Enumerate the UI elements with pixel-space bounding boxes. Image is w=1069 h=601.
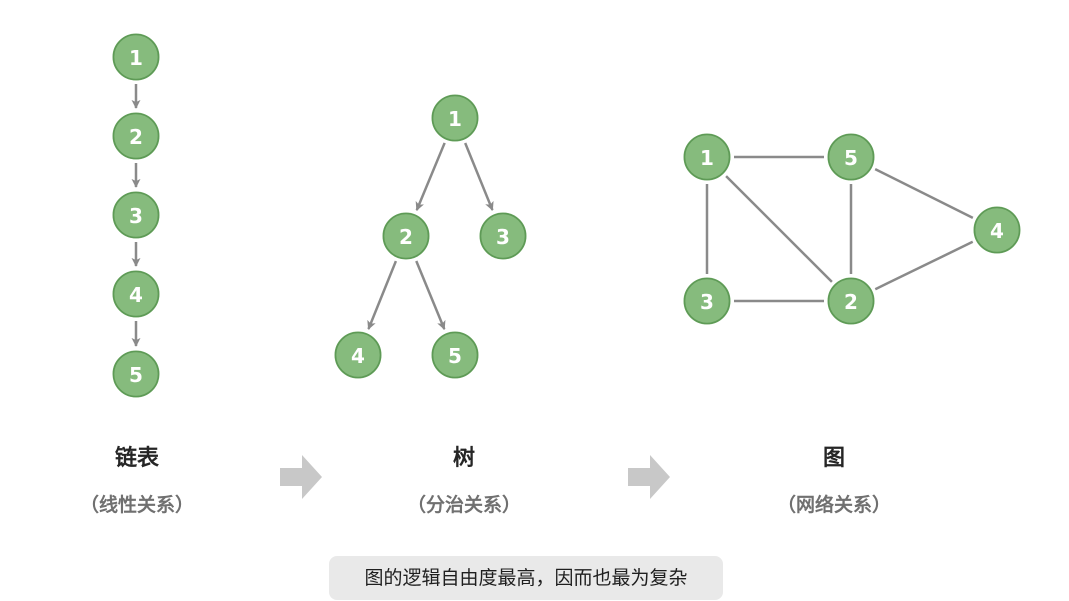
node-label: 4 [129, 283, 143, 307]
caption-box: 图的逻辑自由度最高，因而也最为复杂 [329, 556, 723, 600]
tree-edge-2-4 [367, 260, 398, 330]
node-label: 5 [129, 363, 143, 387]
right-arrow-icon [628, 455, 670, 499]
linked-list-title: 链表 [114, 446, 159, 471]
node-label: 1 [700, 146, 714, 170]
tree-node-1: 1 [428, 91, 482, 145]
tree-node-5: 5 [428, 328, 482, 382]
tree-node-4: 4 [331, 328, 385, 382]
graph-node-4: 4 [970, 203, 1024, 257]
linked-list-subtitle: （线性关系） [79, 494, 194, 516]
graph-edge-5-4 [874, 167, 974, 220]
node-label: 2 [844, 290, 858, 314]
node-label: 5 [844, 146, 858, 170]
node-label: 1 [448, 107, 462, 131]
right-arrow-icon [280, 455, 322, 499]
graph-node-1: 1 [680, 130, 734, 184]
linked-list-node-5: 5 [109, 347, 163, 401]
node-label: 3 [700, 290, 714, 314]
node-label: 4 [990, 219, 1004, 243]
node-label: 3 [129, 204, 143, 228]
graph-edge-2-4 [874, 240, 974, 291]
graph-node-3: 3 [680, 274, 734, 328]
node-label: 4 [351, 344, 365, 368]
tree-title: 树 [452, 446, 475, 471]
tree-subtitle: （分治关系） [406, 494, 521, 516]
graph-subtitle: （网络关系） [776, 494, 891, 516]
graph-node-5: 5 [824, 130, 878, 184]
linked-list-node-2: 2 [109, 109, 163, 163]
linked-list-node-4: 4 [109, 267, 163, 321]
node-label: 3 [496, 225, 510, 249]
node-label: 1 [129, 46, 143, 70]
tree-edge-1-3 [464, 142, 494, 211]
graph-edge-1-2 [725, 175, 833, 283]
graph-node-2: 2 [824, 274, 878, 328]
graph-title: 图 [822, 446, 845, 471]
linked-list-node-3: 3 [109, 188, 163, 242]
tree-node-3: 3 [476, 209, 530, 263]
tree-node-2: 2 [379, 209, 433, 263]
node-label: 5 [448, 344, 462, 368]
node-label: 2 [129, 125, 143, 149]
tree-edge-1-2 [415, 142, 446, 211]
tree-edge-2-5 [415, 260, 446, 330]
linked-list-node-1: 1 [109, 30, 163, 84]
node-label: 2 [399, 225, 413, 249]
